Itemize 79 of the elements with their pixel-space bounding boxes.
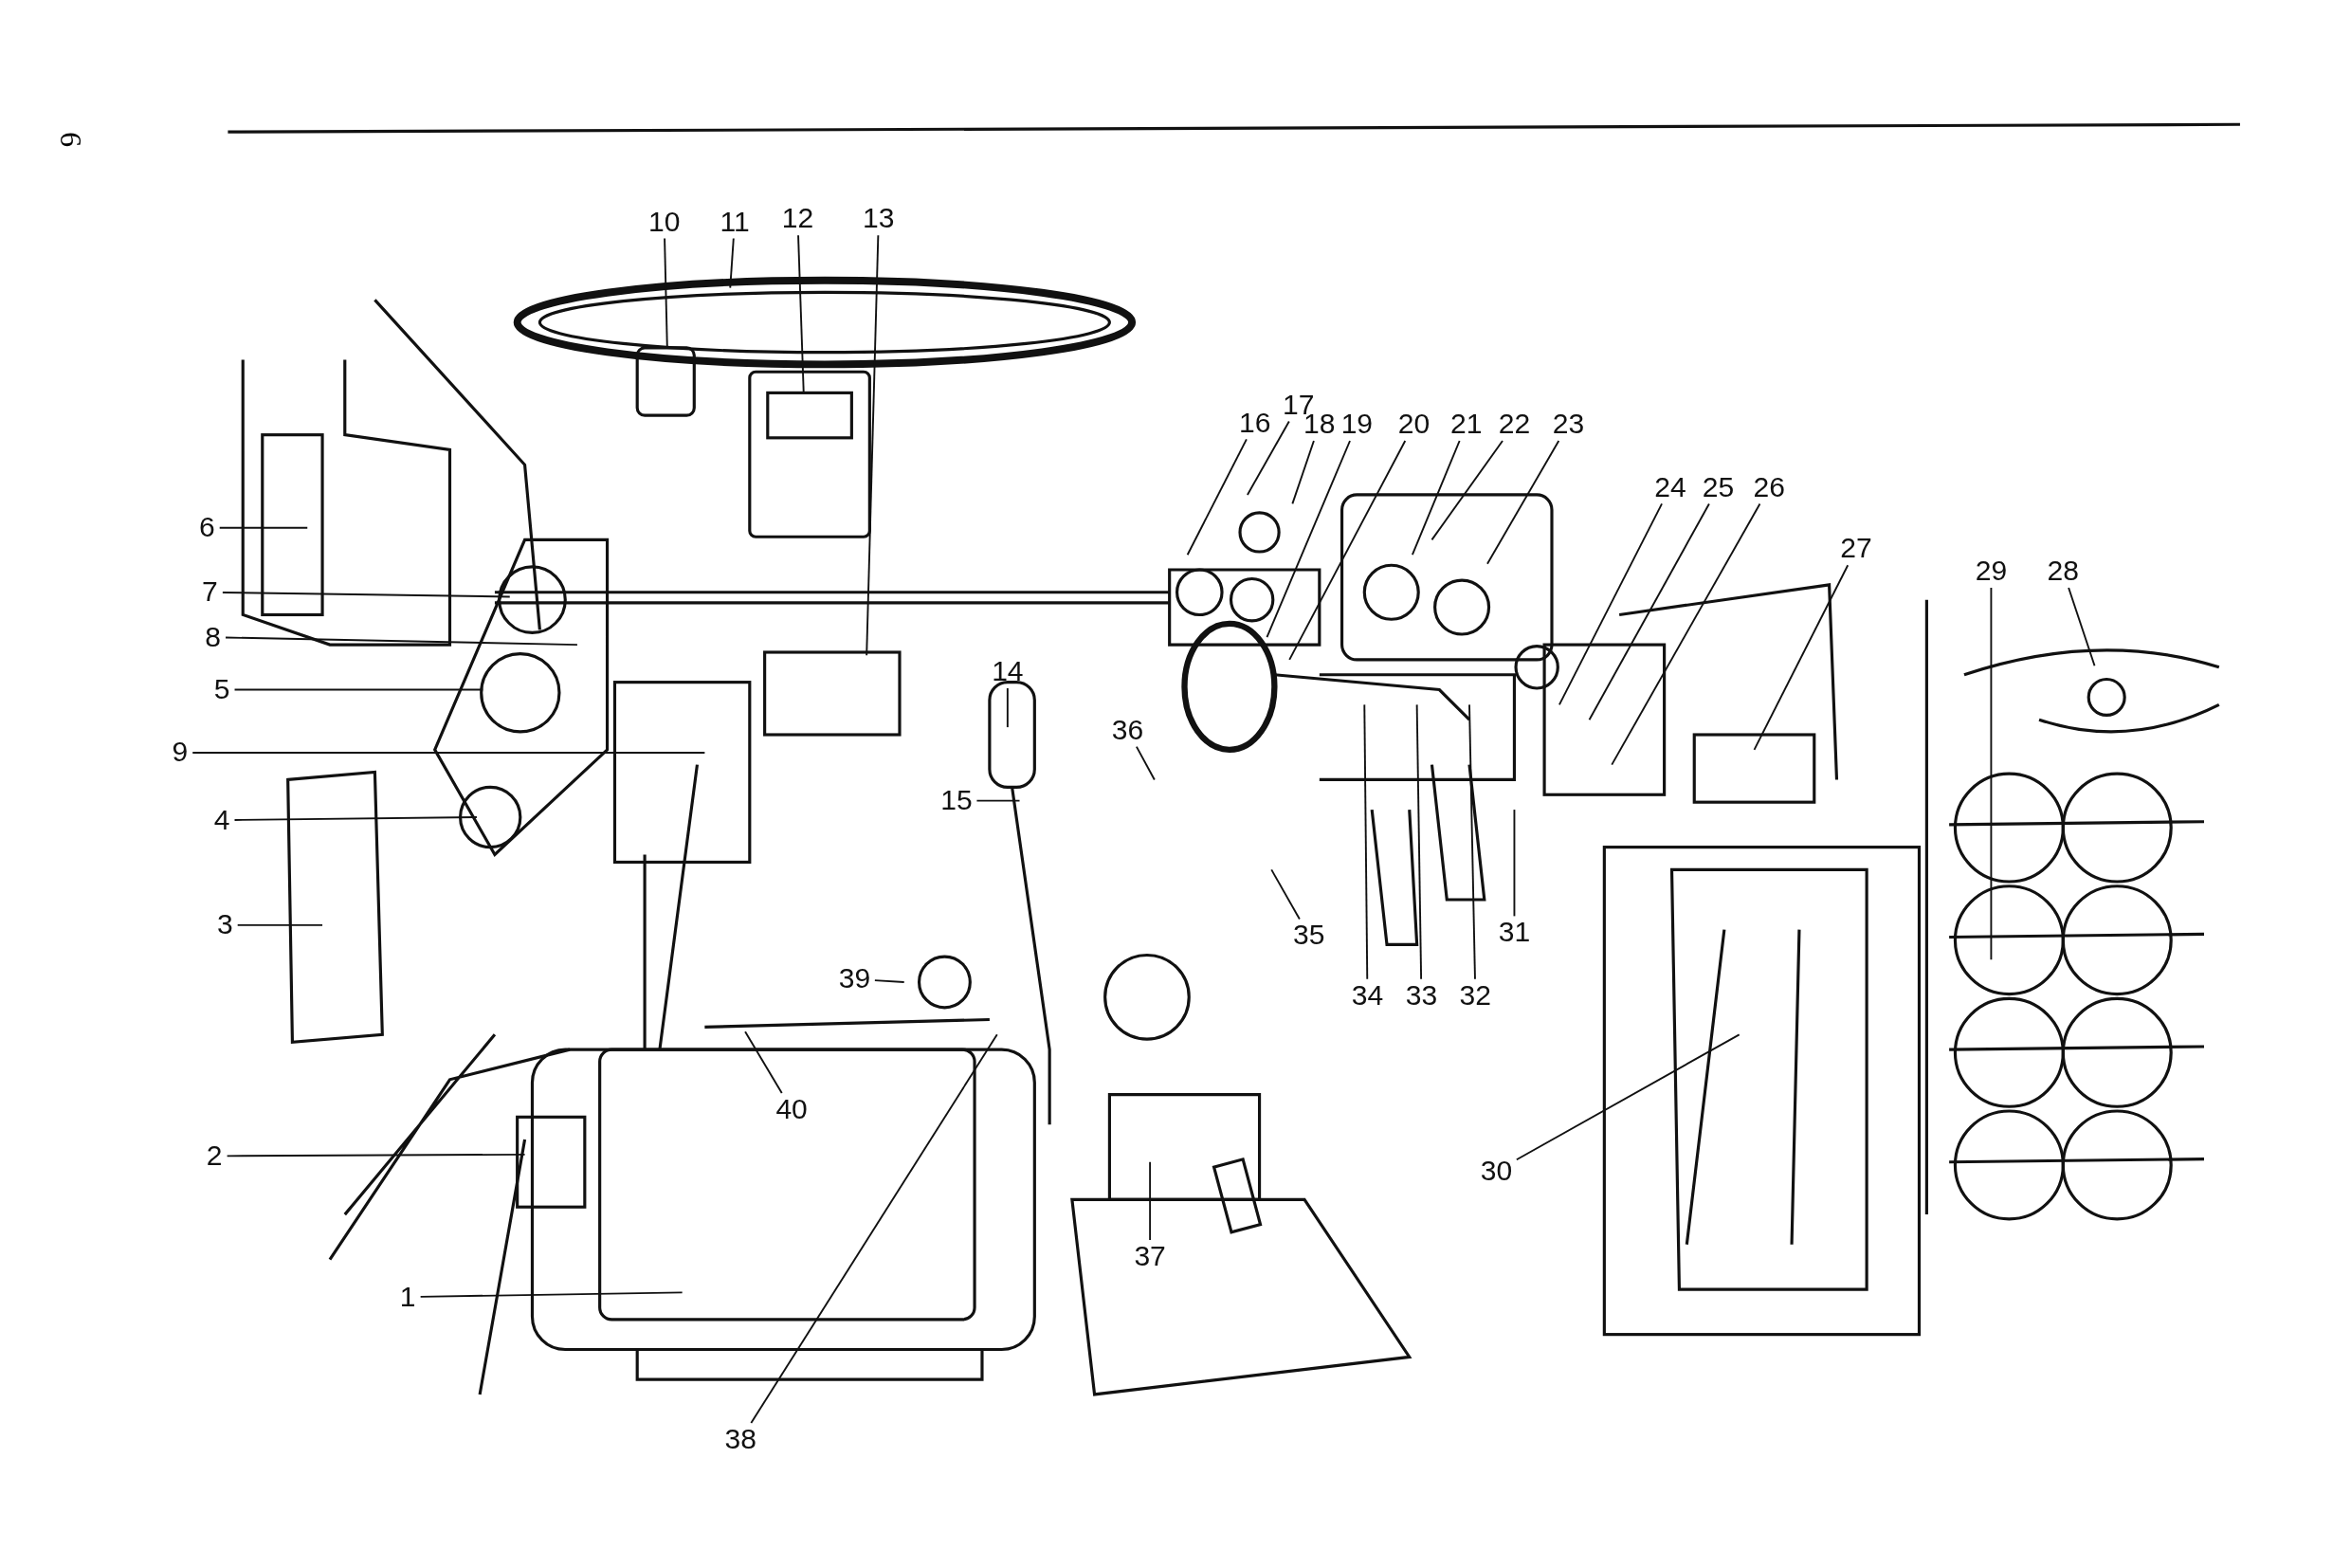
callout-number: 5 bbox=[212, 674, 232, 705]
callout-number: 3 bbox=[215, 910, 235, 940]
leader-line bbox=[873, 979, 905, 983]
leader-line bbox=[1149, 1160, 1152, 1241]
leader-line bbox=[218, 526, 309, 529]
leader-line bbox=[866, 234, 880, 657]
leader-line bbox=[744, 1030, 783, 1094]
callout-number: 4 bbox=[212, 805, 232, 835]
callout-number: 32 bbox=[1458, 980, 1493, 1011]
leader-line bbox=[233, 688, 484, 691]
leader-line bbox=[236, 923, 323, 926]
page-number: 6 bbox=[53, 132, 88, 147]
leader-line bbox=[1513, 809, 1516, 918]
callout-number: 1 bbox=[398, 1282, 418, 1312]
callout-number: 31 bbox=[1497, 917, 1532, 948]
leader-line bbox=[2068, 587, 2096, 667]
leader-line bbox=[1611, 502, 1761, 766]
callout-number: 10 bbox=[647, 207, 682, 237]
leader-line bbox=[1468, 703, 1476, 980]
leader-line bbox=[1266, 440, 1351, 639]
callout-number: 9 bbox=[170, 738, 190, 768]
leader-line bbox=[750, 1033, 998, 1424]
callout-number: 24 bbox=[1652, 472, 1688, 502]
callout-number: 19 bbox=[1340, 409, 1375, 440]
callout-number: 8 bbox=[203, 622, 223, 652]
leader-line bbox=[1415, 703, 1423, 980]
leader-line bbox=[225, 636, 578, 647]
leader-line bbox=[664, 237, 668, 349]
callout-number: 13 bbox=[861, 204, 897, 234]
callout-number: 11 bbox=[718, 207, 752, 237]
callout-number: 33 bbox=[1404, 980, 1439, 1011]
leader-line bbox=[1515, 1033, 1740, 1161]
leader-line bbox=[233, 816, 478, 821]
callout-number: 27 bbox=[1838, 534, 1874, 564]
callout-number: 39 bbox=[837, 964, 872, 994]
leader-line bbox=[1486, 440, 1560, 565]
leader-line bbox=[1363, 703, 1369, 980]
leader-line bbox=[1291, 440, 1315, 505]
callout-number: 30 bbox=[1479, 1156, 1514, 1187]
leader-line bbox=[1006, 687, 1009, 729]
leader-line bbox=[1411, 440, 1461, 556]
callout-number: 36 bbox=[1110, 715, 1145, 746]
leader-line bbox=[797, 234, 805, 394]
callout-number: 2 bbox=[205, 1140, 225, 1172]
leader-line bbox=[975, 799, 1021, 802]
leader-line bbox=[729, 237, 735, 289]
leader-line bbox=[226, 1153, 526, 1158]
leader-line bbox=[1753, 564, 1850, 751]
callout-number: 6 bbox=[197, 512, 217, 543]
leader-line bbox=[1588, 502, 1710, 721]
leader-line bbox=[1186, 438, 1248, 556]
callout-number: 35 bbox=[1291, 921, 1327, 951]
leader-line bbox=[1270, 868, 1301, 921]
leader-line bbox=[221, 592, 511, 598]
callout-number: 40 bbox=[774, 1094, 810, 1125]
callout-number: 22 bbox=[1497, 409, 1532, 440]
callout-number: 7 bbox=[200, 576, 220, 608]
callout-number: 14 bbox=[990, 656, 1026, 687]
callout-number: 15 bbox=[939, 785, 975, 816]
callout-number: 28 bbox=[2046, 556, 2081, 587]
callout-number: 34 bbox=[1350, 980, 1385, 1011]
callout-number: 29 bbox=[1974, 556, 2009, 587]
leader-line bbox=[1246, 420, 1290, 496]
callout-number: 37 bbox=[1132, 1241, 1168, 1272]
callout-number: 21 bbox=[1449, 409, 1485, 440]
callout-number: 20 bbox=[1396, 409, 1431, 440]
leader-line bbox=[419, 1291, 683, 1298]
callout-number: 25 bbox=[1701, 472, 1736, 502]
callout-number: 26 bbox=[1752, 472, 1787, 502]
callout-number: 38 bbox=[723, 1424, 758, 1455]
leader-line bbox=[1135, 745, 1156, 781]
leader-line bbox=[1288, 440, 1407, 661]
callout-number: 12 bbox=[780, 204, 815, 234]
leader-line bbox=[1431, 440, 1504, 541]
callout-number: 23 bbox=[1551, 409, 1586, 440]
leader-line bbox=[1558, 502, 1663, 706]
leader-line bbox=[191, 752, 706, 754]
callout-number: 16 bbox=[1237, 408, 1273, 438]
leader-line bbox=[1990, 587, 1993, 961]
